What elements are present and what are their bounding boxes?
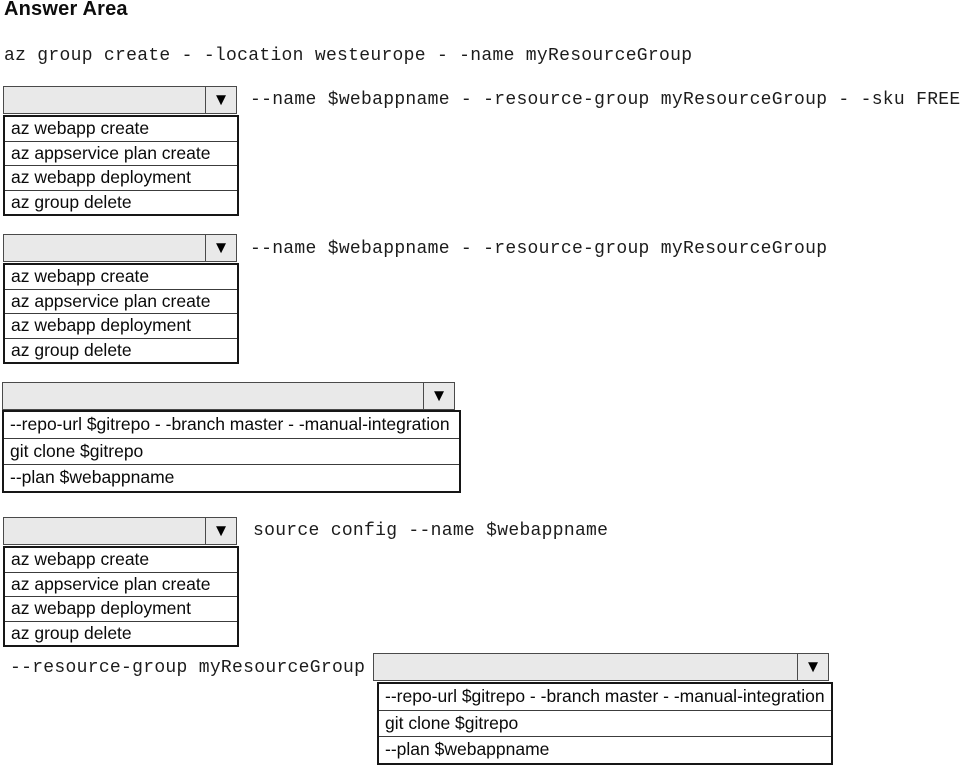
dropdown-option[interactable]: --plan $webappname <box>10 467 175 488</box>
dropdown-5-options: --repo-url $gitrepo - -branch master - -… <box>377 682 833 765</box>
command-resource-group-arg: --resource-group myResourceGroup <box>10 658 366 678</box>
dropdown-arrow-icon[interactable]: ▼ <box>205 235 236 261</box>
dropdown-2-options: az webapp create az appservice plan crea… <box>3 263 239 364</box>
dropdown-option[interactable]: az group delete <box>11 339 132 360</box>
dropdown-option[interactable]: az webapp deployment <box>5 314 237 339</box>
command-plan-args: --name $webappname - -resource-group myR… <box>250 239 828 259</box>
dropdown-option[interactable]: az appservice plan create <box>5 573 237 597</box>
dropdown-option[interactable]: az webapp create <box>5 265 237 290</box>
dropdown-option[interactable]: git clone $gitrepo <box>4 439 459 465</box>
dropdown-option[interactable]: --plan $webappname <box>385 739 550 760</box>
dropdown-arrow-icon[interactable]: ▼ <box>797 654 828 680</box>
dropdown-arrow-icon[interactable]: ▼ <box>205 518 236 544</box>
dropdown-option[interactable]: az appservice plan create <box>5 142 237 166</box>
dropdown-option[interactable]: az webapp deployment <box>5 597 237 622</box>
dropdown-3-select[interactable]: ▼ <box>2 382 455 410</box>
dropdown-3-options: --repo-url $gitrepo - -branch master - -… <box>2 410 461 493</box>
dropdown-option[interactable]: az webapp deployment <box>5 166 237 191</box>
command-deployment-args: source config --name $webappname <box>253 521 609 541</box>
dropdown-4-select[interactable]: ▼ <box>3 517 237 545</box>
dropdown-option[interactable]: --repo-url $gitrepo - -branch master - -… <box>4 412 459 439</box>
dropdown-option[interactable]: git clone $gitrepo <box>379 711 831 737</box>
dropdown-1-options: az webapp create az appservice plan crea… <box>3 115 239 216</box>
dropdown-option[interactable]: az appservice plan create <box>5 290 237 314</box>
command-group-create: az group create - -location westeurope -… <box>4 46 693 66</box>
dropdown-arrow-icon[interactable]: ▼ <box>205 87 236 113</box>
dropdown-option[interactable]: az webapp create <box>5 548 237 573</box>
dropdown-option[interactable]: az group delete <box>11 622 132 643</box>
command-webapp-create-args: --name $webappname - -resource-group myR… <box>250 90 961 110</box>
dropdown-1-select[interactable]: ▼ <box>3 86 237 114</box>
dropdown-option[interactable]: az webapp create <box>5 117 237 142</box>
dropdown-2-select[interactable]: ▼ <box>3 234 237 262</box>
dropdown-option[interactable]: az group delete <box>11 191 132 212</box>
dropdown-4-options: az webapp create az appservice plan crea… <box>3 546 239 647</box>
dropdown-5-select[interactable]: ▼ <box>373 653 829 681</box>
page-title: Answer Area <box>4 0 128 20</box>
dropdown-arrow-icon[interactable]: ▼ <box>423 383 454 409</box>
dropdown-option[interactable]: --repo-url $gitrepo - -branch master - -… <box>379 684 831 711</box>
